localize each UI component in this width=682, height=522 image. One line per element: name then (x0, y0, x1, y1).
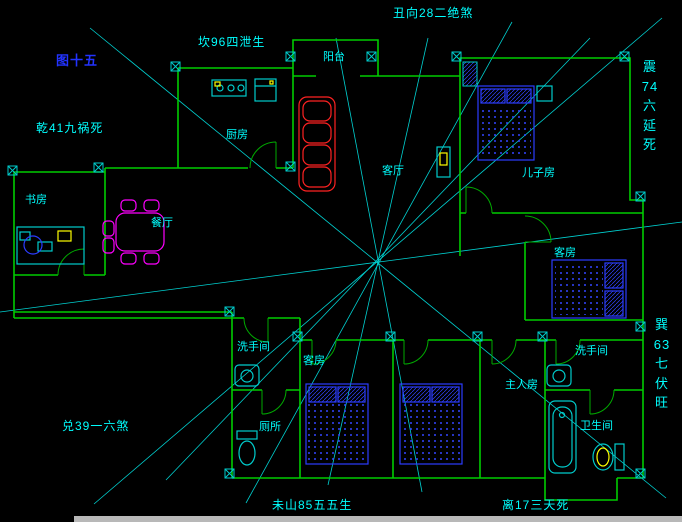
annotation-kan: 坎96四泄生 (198, 35, 266, 49)
room-label-balcony: 阳台 (323, 51, 345, 63)
room-label-guest-room-bottom: 客房 (303, 355, 325, 367)
bed-guest-room-bottom (305, 383, 369, 465)
room-label-kitchen: 厨房 (226, 129, 248, 141)
room-label-washroom-right: 洗手间 (575, 345, 608, 357)
horizontal-scrollbar[interactable] (74, 516, 682, 522)
bed-son-room (477, 85, 553, 161)
door-arcs (57, 141, 615, 415)
walls (13, 39, 644, 501)
room-label-bathroom: 卫生间 (580, 420, 613, 432)
dining-set (102, 199, 165, 265)
annotation-wei-mountain: 未山85五五生 (272, 498, 353, 512)
annotation-dui: 兑39一六煞 (62, 419, 130, 433)
room-label-guest-room-right: 客房 (554, 247, 576, 259)
annotation-xun: 巽 63 七 伏 旺 (653, 317, 671, 410)
room-label-master-room: 主人房 (505, 379, 538, 391)
room-label-living: 客厅 (382, 165, 404, 177)
room-label-study: 书房 (25, 194, 47, 206)
bed-guest-room-right (551, 259, 627, 319)
stove (211, 79, 247, 97)
room-label-dining: 餐厅 (151, 217, 173, 229)
fridge (254, 78, 277, 102)
bathtub (548, 400, 577, 474)
bed-bottom-second (399, 383, 463, 465)
annotation-chou-direction: 丑向28二绝煞 (393, 6, 474, 20)
annotation-li: 离17三天死 (502, 498, 570, 512)
room-label-washroom-left: 洗手间 (237, 341, 270, 353)
sofa (298, 96, 336, 192)
washbasin-left (234, 364, 260, 387)
tv-unit (436, 146, 451, 178)
toilet-fixture-left (236, 430, 258, 466)
annotation-qian: 乾41九祸死 (36, 121, 104, 135)
furniture (16, 61, 627, 474)
wardrobe (462, 61, 478, 87)
figure-number-label: 图十五 (56, 53, 99, 68)
room-label-toilet: 厕所 (259, 421, 281, 433)
toilet-fixture-bathroom (592, 443, 625, 471)
washbasin-right (546, 364, 572, 387)
study-desk (16, 226, 85, 265)
room-label-son-room: 儿子房 (522, 167, 555, 179)
annotation-zhen: 震 74 六 延 死 (641, 59, 659, 152)
